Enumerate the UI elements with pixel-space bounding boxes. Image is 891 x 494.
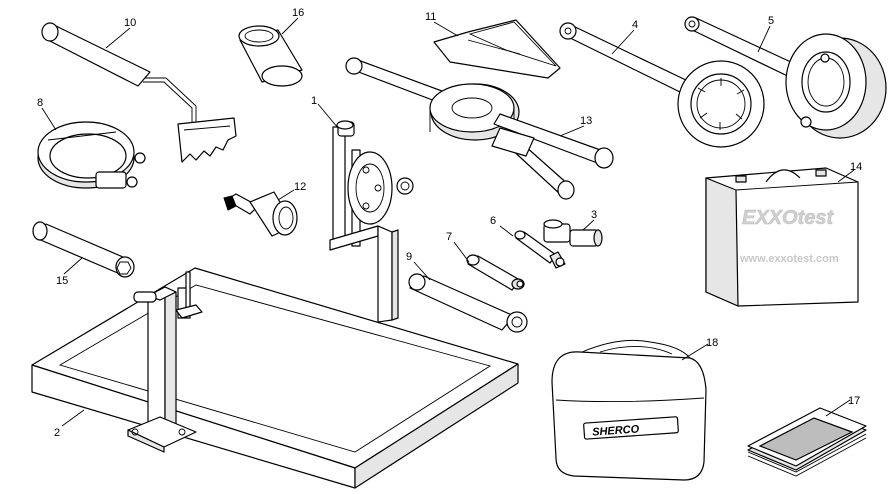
part-12-adaptor [223, 191, 298, 237]
callout-4: 4 [632, 19, 638, 31]
callout-10: 10 [124, 17, 136, 29]
part-8-clamp-ring [37, 121, 146, 189]
callout-3: 3 [591, 209, 597, 221]
callout-9: 9 [406, 251, 412, 263]
bag-logo: SHERCO [592, 423, 640, 438]
case-url: www.exxotest.com [739, 253, 839, 265]
callout-15: 15 [56, 275, 68, 287]
callout-2: 2 [54, 427, 60, 439]
callout-1: 1 [311, 95, 317, 107]
callout-18: 18 [706, 337, 718, 349]
part-6-pin [514, 230, 566, 269]
callout-5: 5 [768, 15, 774, 27]
part-10-handle-sector [41, 22, 237, 163]
part-17-manual [747, 407, 867, 477]
callout-8: 8 [37, 97, 43, 109]
part-3-pin [543, 219, 603, 247]
callout-17: 17 [848, 395, 860, 407]
part-7-pin [466, 254, 525, 291]
leader-lines [41, 17, 855, 427]
callout-14: 14 [850, 161, 862, 173]
part-13-ring-bolts [345, 57, 614, 200]
part-16-bushing [238, 25, 303, 87]
case-logo: EXXOtest [742, 207, 834, 229]
callout-16: 16 [292, 7, 304, 19]
callout-numbers: 1 2 3 4 5 6 7 8 9 10 11 12 13 14 15 16 1… [37, 7, 862, 439]
part-11-plate [433, 19, 561, 79]
callout-6: 6 [490, 215, 496, 227]
callout-7: 7 [446, 231, 452, 243]
part-9-sleeve [408, 273, 528, 333]
part-15-socket [32, 221, 135, 278]
callout-11: 11 [425, 11, 436, 23]
part-14-exxotest-case: EXXOtest www.exxotest.com [705, 167, 859, 307]
part-1-stand-head [329, 120, 414, 323]
part-4-pin-wrench [559, 22, 765, 148]
callout-13: 13 [580, 115, 592, 127]
part-18-sherco-bag: SHERCO [551, 339, 707, 481]
part-2-stand-tray [31, 267, 519, 489]
callout-12: 12 [294, 181, 306, 193]
part-5-flywheel-puller [684, 16, 887, 139]
